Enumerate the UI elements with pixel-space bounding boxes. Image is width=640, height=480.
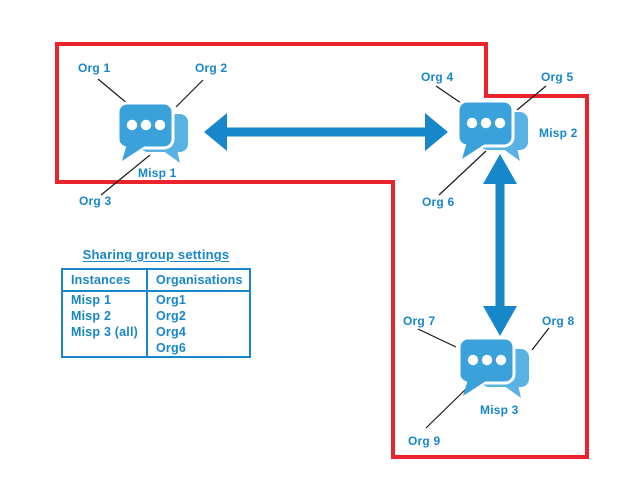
sync-arrow-misp1-misp2 (204, 113, 448, 151)
connector-org-6 (438, 150, 487, 196)
label-org-6: Org 6 (422, 195, 455, 209)
label-org-8: Org 8 (542, 314, 575, 328)
label-org-5: Org 5 (541, 70, 574, 84)
sharing-group-settings: Sharing group settings Instances Organis… (61, 247, 251, 358)
cell-instance: Misp 1 (71, 293, 112, 307)
label-misp-2: Misp 2 (539, 126, 578, 140)
connector-org-4 (435, 85, 462, 104)
connector-org-1 (97, 78, 129, 105)
arrowhead-up-icon (483, 154, 517, 184)
label-org-7: Org 7 (403, 314, 436, 328)
connector-org-7 (417, 328, 457, 348)
cell-organisation: Org6 (146, 340, 250, 357)
arrowhead-right-icon (425, 113, 448, 151)
label-misp-3: Misp 3 (480, 403, 519, 417)
label-misp-1: Misp 1 (138, 166, 177, 180)
connector-org-2 (175, 79, 204, 108)
label-org-1: Org 1 (78, 61, 111, 75)
table-row: Misp 1 Org1 (62, 291, 250, 308)
connector-org-8 (531, 327, 550, 351)
arrowhead-left-icon (204, 113, 227, 151)
org-connector-lines (97, 78, 550, 429)
connector-org-5 (516, 85, 547, 111)
label-org-3: Org 3 (79, 194, 112, 208)
table-row: Misp 3 (all) Org4 (62, 324, 250, 340)
sync-arrow-misp2-misp3 (483, 154, 517, 336)
label-org-4: Org 4 (421, 70, 454, 84)
column-header-organisations: Organisations (146, 269, 250, 292)
cell-instance (62, 340, 147, 357)
table-row: Org6 (62, 340, 250, 357)
connector-org-9 (425, 386, 469, 429)
arrowhead-down-icon (483, 306, 517, 336)
cell-organisation: Org4 (146, 324, 250, 340)
label-org-9: Org 9 (408, 434, 441, 448)
table-header-row: Instances Organisations (62, 269, 250, 292)
cell-instance: Misp 2 (71, 309, 112, 323)
chat-bubbles-icon-misp-1 (116, 101, 190, 165)
sharing-group-boundary (55, 42, 589, 459)
chat-bubbles-icon-misp-3 (457, 336, 531, 400)
cell-instance: Misp 3 (all) (71, 325, 138, 339)
label-org-2: Org 2 (195, 61, 228, 75)
cell-organisation: Org1 (146, 291, 250, 308)
connector-org-3 (100, 154, 151, 196)
sharing-group-table: Instances Organisations Misp 1 Org1 Misp… (61, 268, 251, 358)
table-row: Misp 2 Org2 (62, 308, 250, 324)
cell-organisation: Org2 (146, 308, 250, 324)
sharing-table-title: Sharing group settings (82, 247, 230, 262)
column-header-instances: Instances (62, 269, 147, 292)
